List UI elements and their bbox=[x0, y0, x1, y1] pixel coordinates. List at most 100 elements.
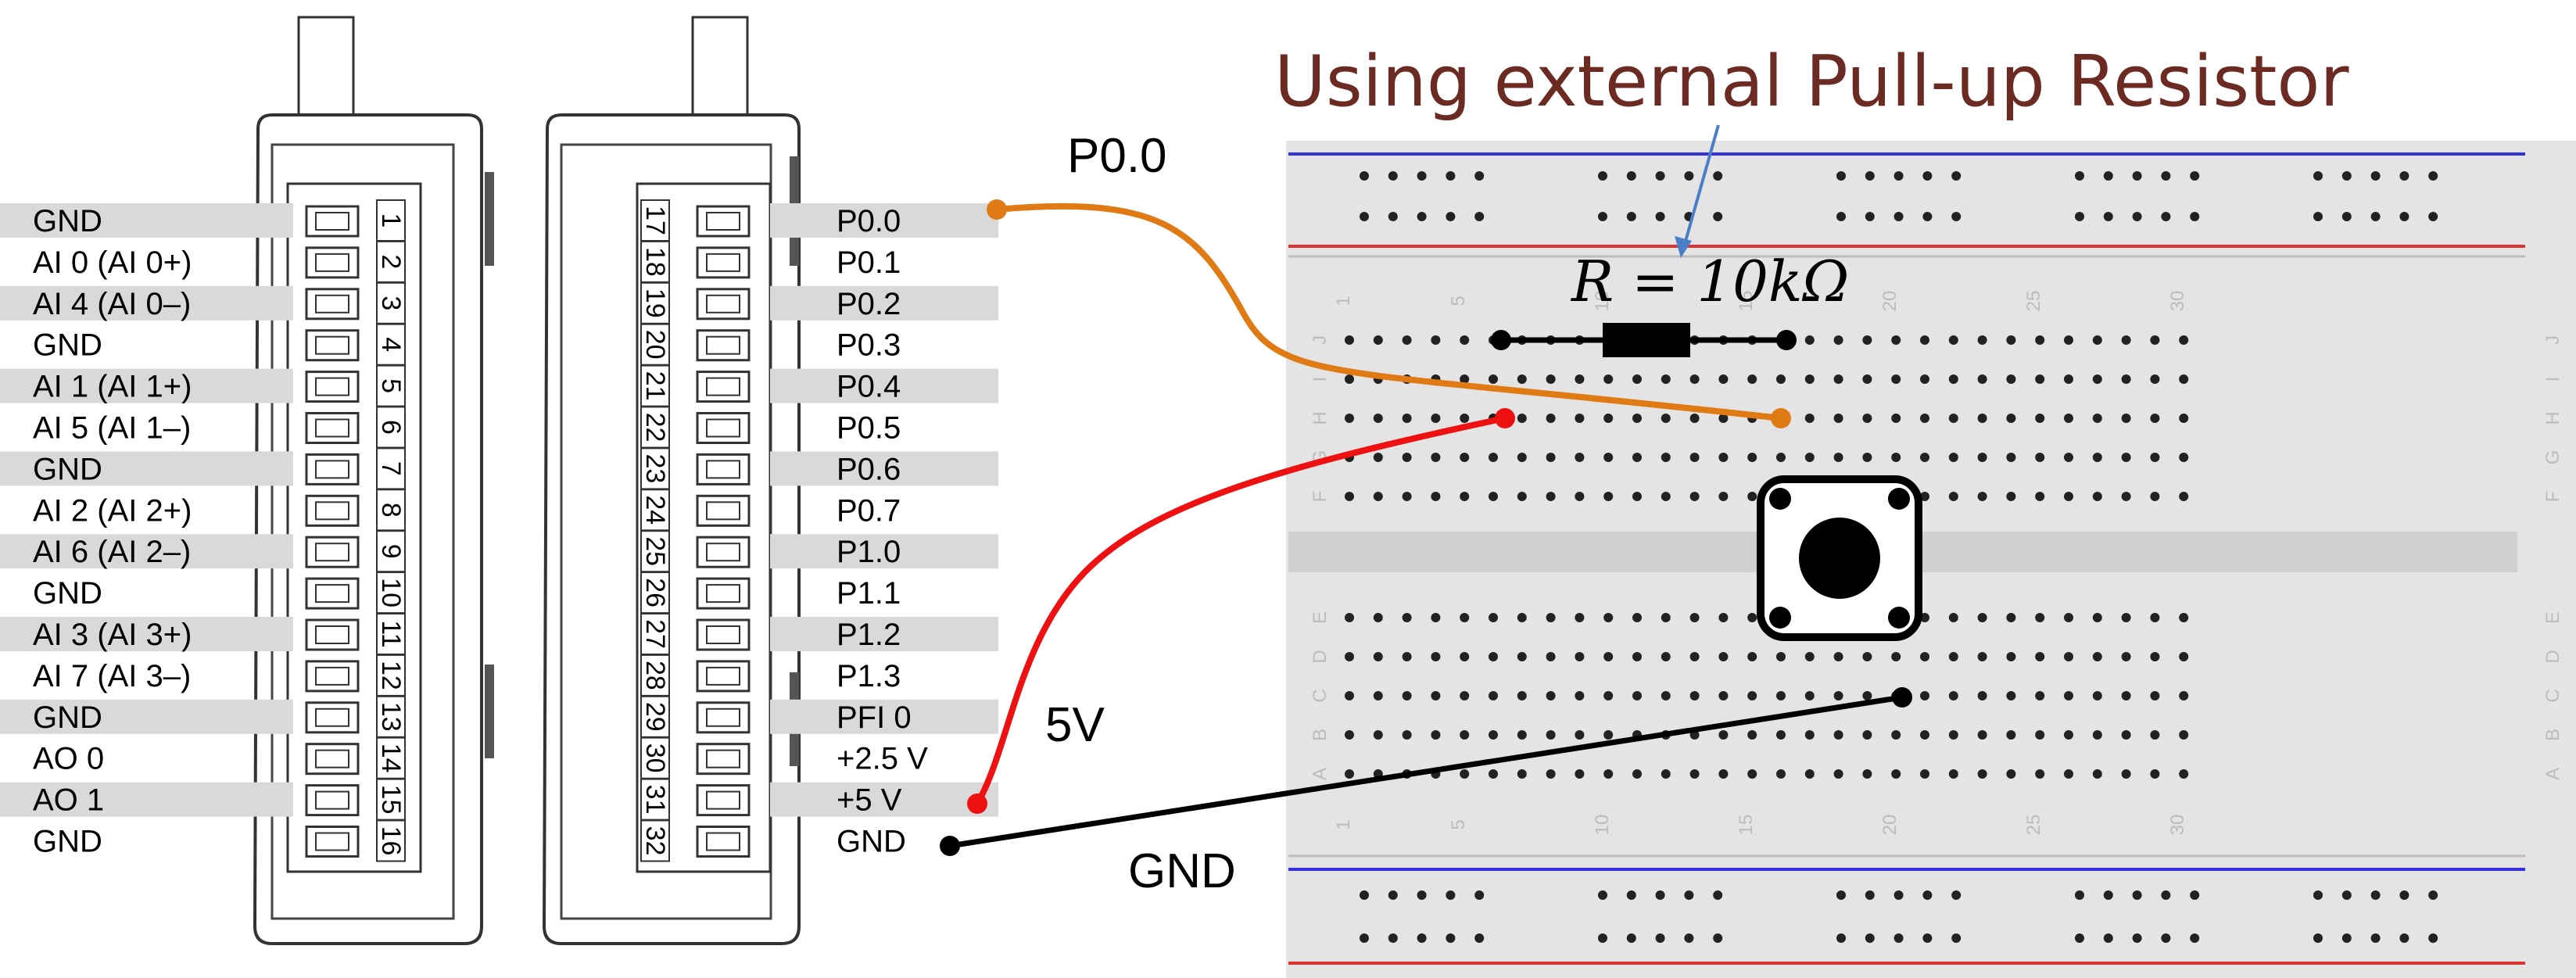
breadboard-hole bbox=[1489, 492, 1498, 501]
breadboard-hole bbox=[1402, 691, 1412, 700]
rail-hole bbox=[1836, 212, 1846, 221]
breadboard-hole bbox=[1632, 769, 1642, 779]
rail-hole bbox=[1626, 933, 1636, 943]
pin-number: 12 bbox=[376, 661, 406, 690]
breadboard-hole bbox=[1661, 374, 1671, 384]
terminal-screw bbox=[305, 453, 360, 485]
rail-hole bbox=[2341, 933, 2352, 943]
rail-hole bbox=[1417, 933, 1427, 943]
row-letter: E bbox=[2542, 611, 2563, 624]
breadboard-hole bbox=[1718, 453, 1729, 462]
pin-label: P0.4 bbox=[837, 370, 901, 404]
breadboard-hole bbox=[2092, 652, 2102, 661]
rail-hole bbox=[1893, 212, 1904, 221]
breadboard-hole bbox=[1489, 730, 1498, 740]
terminal-slot bbox=[315, 790, 349, 810]
breadboard-hole bbox=[2150, 414, 2160, 423]
terminal-screw bbox=[696, 371, 751, 403]
breadboard-hole bbox=[1977, 691, 1987, 700]
row-letter: E bbox=[1309, 611, 1331, 624]
label-p00: P0.0 bbox=[1067, 129, 1167, 183]
breadboard-hole bbox=[1575, 414, 1585, 423]
terminal-slot bbox=[706, 253, 740, 272]
terminal-screw bbox=[305, 826, 360, 858]
rail-hole bbox=[2075, 212, 2084, 221]
pin-label: P0.0 bbox=[837, 204, 901, 238]
breadboard-hole bbox=[1718, 492, 1729, 501]
breadboard-hole bbox=[1661, 453, 1671, 462]
pin-band bbox=[770, 782, 998, 817]
breadboard-hole bbox=[2179, 730, 2189, 740]
terminal-screw bbox=[696, 536, 751, 568]
pin-number: 28 bbox=[640, 661, 670, 690]
breadboard-hole bbox=[1431, 335, 1441, 345]
rail-hole bbox=[1865, 890, 1875, 900]
breadboard-hole bbox=[1402, 414, 1412, 423]
breadboard-hole bbox=[1862, 374, 1872, 384]
pin-band bbox=[770, 534, 998, 569]
breadboard-hole bbox=[1661, 492, 1671, 501]
breadboard-hole bbox=[2035, 414, 2045, 423]
rail-hole bbox=[2190, 212, 2200, 221]
pin-number-box bbox=[376, 240, 406, 283]
rail-hole bbox=[1951, 171, 1962, 181]
breadboard-hole bbox=[1747, 730, 1757, 740]
pin-band bbox=[0, 451, 293, 486]
breadboard-hole bbox=[1948, 613, 1958, 622]
pin-label: P1.2 bbox=[837, 618, 901, 652]
terminal-slot bbox=[706, 460, 740, 479]
breadboard-hole bbox=[1603, 613, 1614, 622]
breadboard-hole bbox=[1517, 652, 1527, 661]
rail-hole bbox=[2075, 933, 2084, 943]
breadboard-hole bbox=[1373, 492, 1383, 501]
rail-hole bbox=[1951, 890, 1962, 900]
breadboard-hole bbox=[1804, 335, 1815, 345]
terminal-slot bbox=[315, 501, 349, 521]
terminal-screw bbox=[696, 494, 751, 527]
pin-number-box bbox=[640, 778, 670, 821]
pin-number-box bbox=[640, 364, 670, 407]
pin-number-box bbox=[376, 778, 406, 821]
rail-hole bbox=[2132, 171, 2142, 181]
breadboard-hole bbox=[1891, 453, 1901, 462]
pin-label: +2.5 V bbox=[837, 742, 928, 776]
rail-hole bbox=[1951, 933, 1962, 943]
terminal-slot bbox=[315, 212, 349, 231]
breadboard-hole bbox=[1920, 335, 1929, 345]
pin-label: P1.1 bbox=[837, 576, 901, 611]
breadboard-hole bbox=[1345, 492, 1354, 501]
rail-hole bbox=[1922, 933, 1933, 943]
terminal-screw bbox=[305, 412, 360, 444]
rail-hole bbox=[2341, 212, 2352, 221]
rail-hole bbox=[1474, 933, 1485, 943]
pin-number-box bbox=[640, 736, 670, 779]
breadboard-hole bbox=[2150, 492, 2160, 501]
breadboard-hole bbox=[1833, 335, 1843, 345]
terminal-slot bbox=[315, 253, 349, 272]
row-letter: D bbox=[2542, 650, 2563, 663]
breadboard-hole bbox=[1575, 492, 1585, 501]
rail-hole bbox=[1684, 933, 1694, 943]
breadboard-hole bbox=[1661, 769, 1671, 779]
rail-hole bbox=[1474, 171, 1485, 181]
breadboard-hole bbox=[2150, 652, 2160, 661]
breadboard-hole bbox=[1891, 730, 1901, 740]
rail-hole bbox=[1626, 212, 1636, 221]
pin-number: 4 bbox=[376, 337, 406, 352]
pin-number-box bbox=[376, 489, 406, 532]
breadboard-hole bbox=[1345, 414, 1354, 423]
breadboard-hole bbox=[1517, 613, 1527, 622]
pin-label: GND bbox=[837, 825, 906, 859]
row-letter: B bbox=[1309, 729, 1331, 741]
rail-hole bbox=[2399, 890, 2409, 900]
breadboard-hole bbox=[2092, 613, 2102, 622]
breadboard-hole bbox=[1747, 374, 1757, 384]
breadboard-hole bbox=[1373, 652, 1383, 661]
pin-label: P0.6 bbox=[837, 452, 901, 486]
column-number: 25 bbox=[2023, 815, 2044, 836]
breadboard-hole bbox=[2035, 453, 2045, 462]
breadboard-hole bbox=[2006, 374, 2016, 384]
pin-label: +5 V bbox=[837, 783, 902, 818]
breadboard-hole bbox=[2006, 769, 2016, 779]
